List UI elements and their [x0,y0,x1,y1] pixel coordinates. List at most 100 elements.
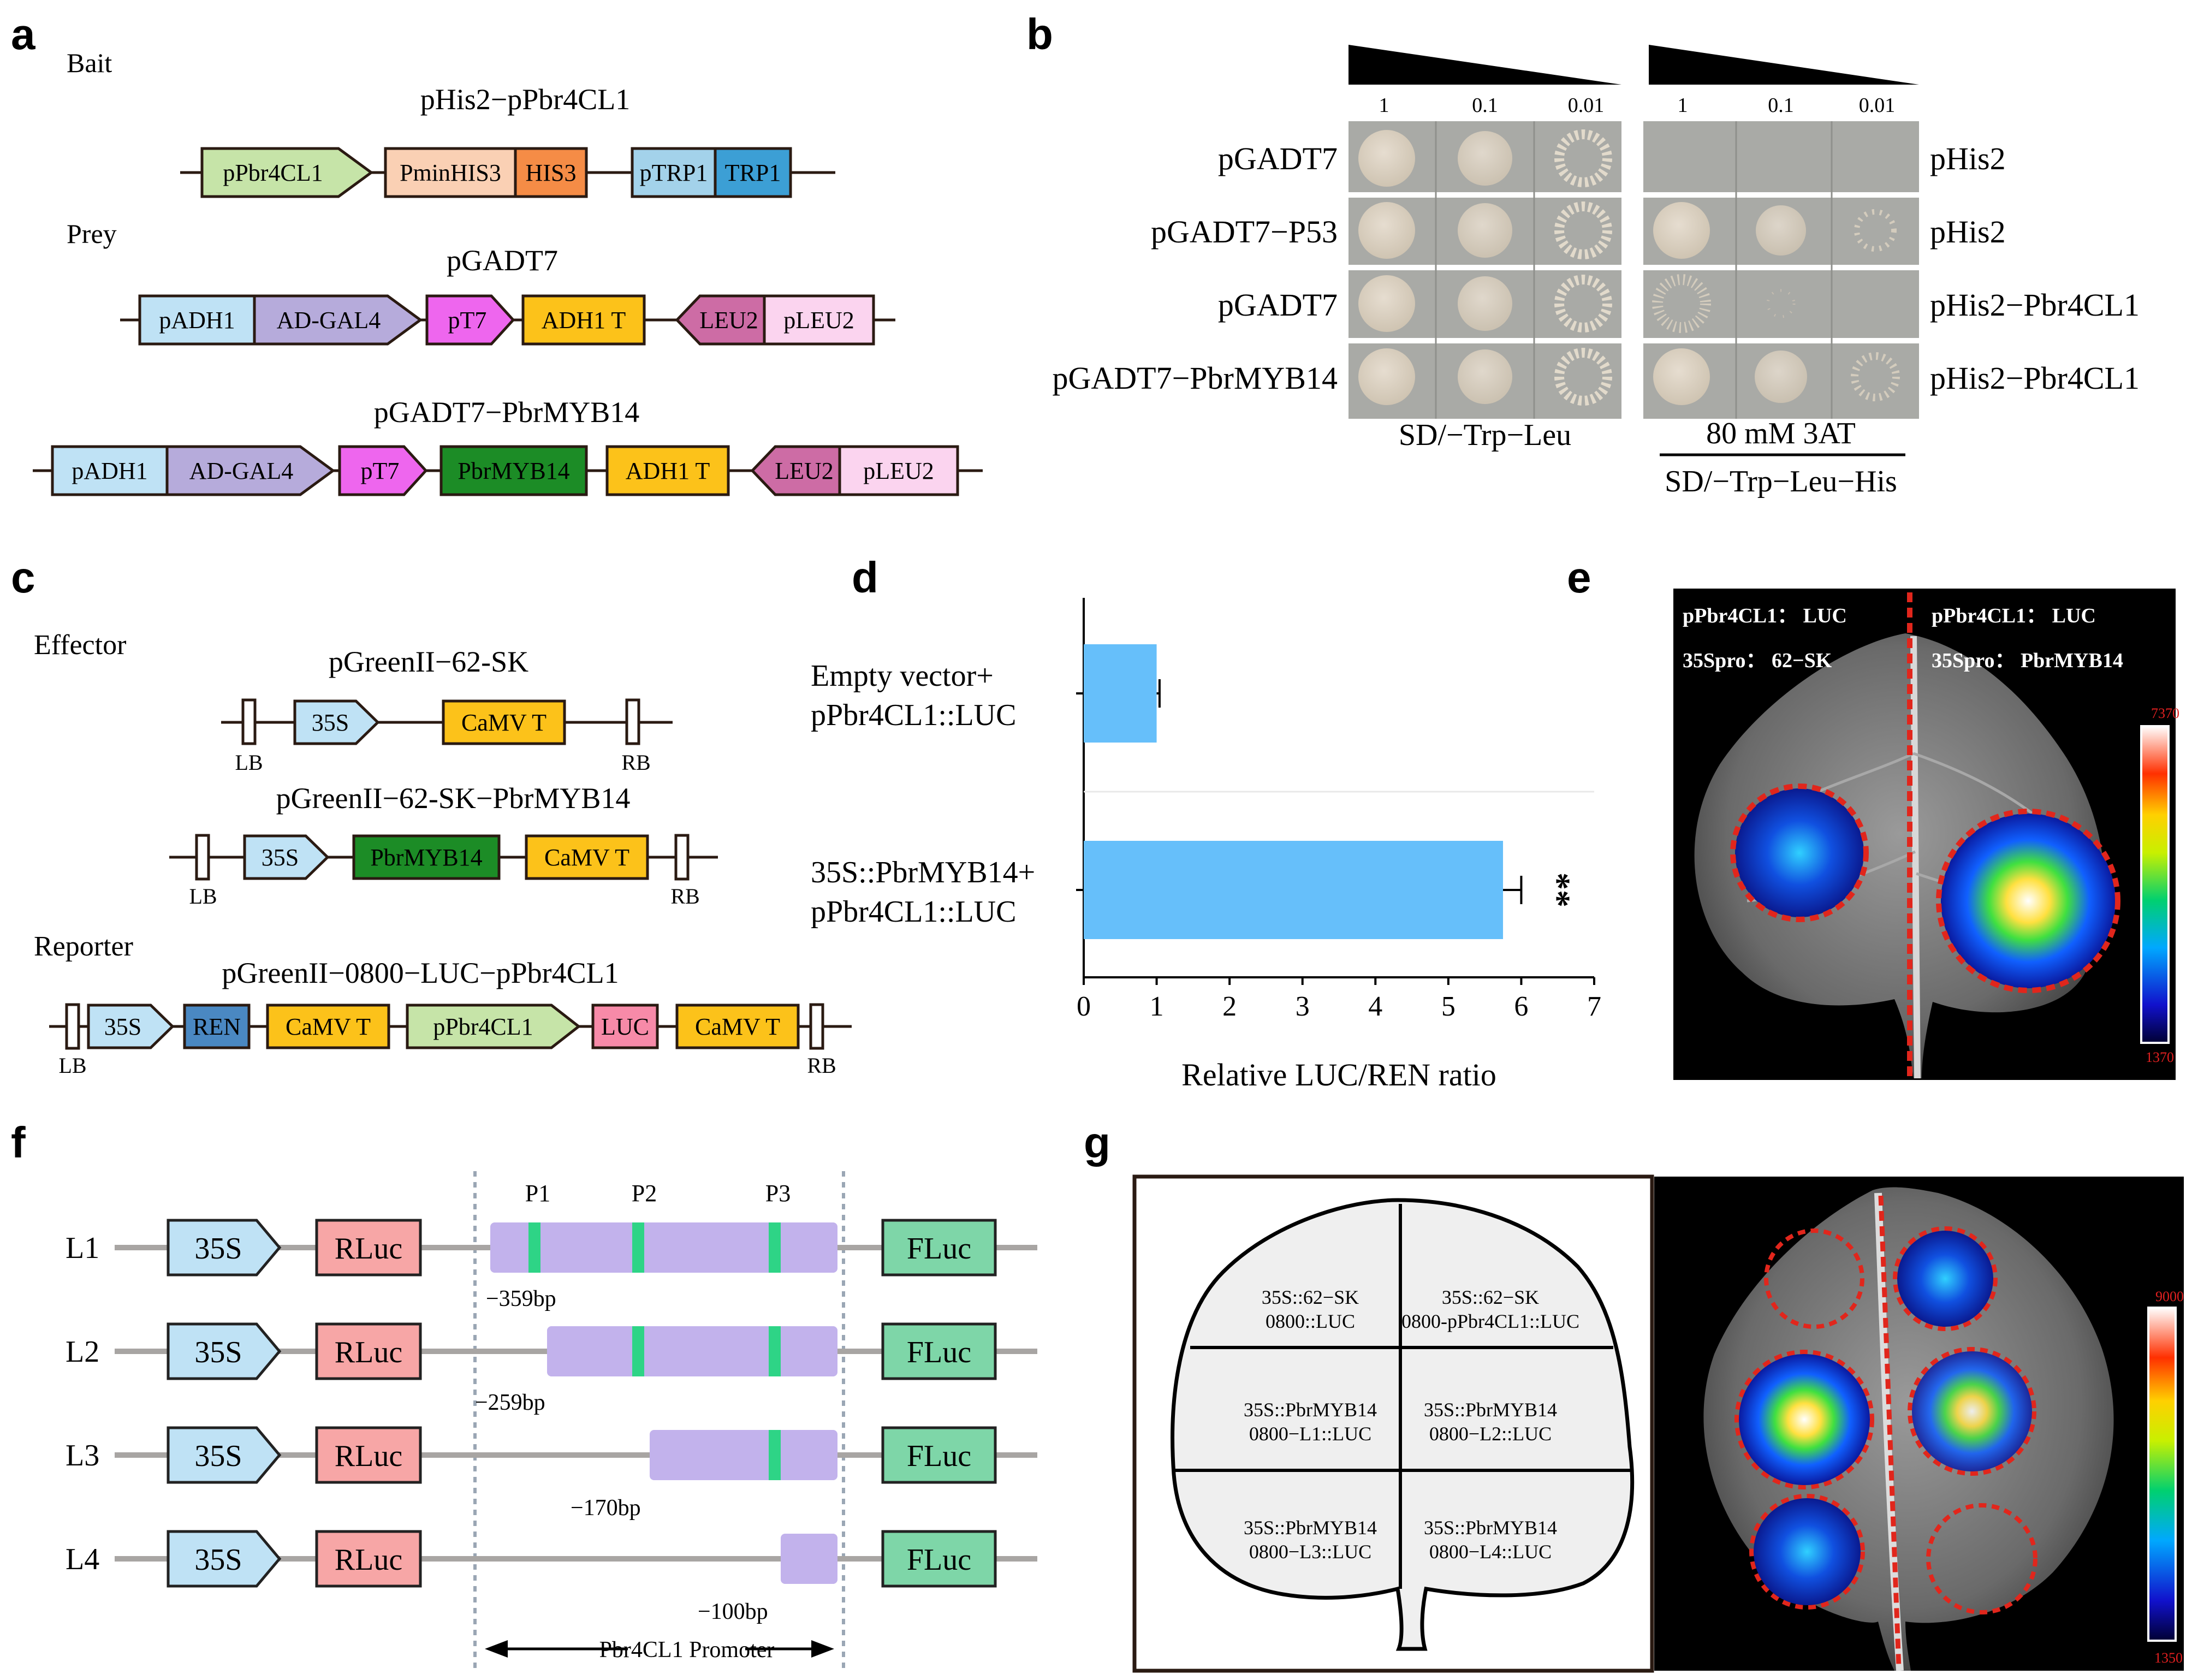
g-cell-line1: 35S::62−SK [1262,1286,1359,1308]
bait-row-label: pHis2 [1930,141,2006,176]
panel-g: 35S::62−SK 0800::LUC 35S::62−SK 0800-pPb… [1132,1174,2184,1673]
c2-part: 35S [262,844,299,871]
prey1-construct [120,294,895,346]
35s-label: 35S [194,1232,242,1266]
fluc-label: FLuc [907,1232,971,1266]
prey2-part: pLEU2 [863,458,934,484]
g-scale-max: 9000 [2155,1289,2184,1304]
dilution-label: 0.01 [1568,94,1605,117]
c3-part: CaMV T [286,1013,371,1040]
bait-part: pTRP1 [640,159,708,186]
ptrp1-block [631,147,717,198]
fluc-label: FLuc [907,1335,971,1369]
g-colorbar [2147,1307,2177,1642]
promoter-label: Pbr4CL1 Promoter [599,1637,775,1663]
lb-label: LB [235,750,263,775]
bait-part: HIS3 [526,159,577,186]
construct3-title: pGreenII−0800−LUC−pPbr4CL1 [222,957,619,989]
dilution-label: 1 [1678,94,1688,117]
rluc-label: RLuc [335,1439,402,1473]
35s-promoter-block [167,1219,282,1277]
luc-signal-right [1941,814,2116,988]
site-label: P3 [765,1180,791,1207]
pleu2-block [763,294,875,346]
significance-marker: ** [1538,872,1577,907]
luc-signal-left [1735,788,1864,917]
x-axis-label: Relative LUC/REN ratio [1181,1057,1496,1093]
bar [1084,644,1157,743]
bait-part: PminHIS3 [400,159,501,186]
prey1-construct-title: pGADT7 [447,244,558,277]
g-cell-line1: 35S::62−SK [1442,1286,1539,1308]
35s-label: 35S [194,1439,242,1473]
prey1-part: AD-GAL4 [277,307,381,334]
category-label: pPbr4CL1::LUC [811,895,1016,929]
luc-block [591,1004,659,1049]
g-cell-line2: 0800−L4::LUC [1429,1541,1552,1563]
pt7-block [425,294,515,346]
c3-part: pPbr4CL1 [433,1013,533,1040]
category-label: pPbr4CL1::LUC [811,698,1016,732]
g-cell-line2: 0800-pPbr4CL1::LUC [1401,1310,1579,1332]
x-tick-label: 5 [1441,991,1456,1022]
his3-block [514,147,588,198]
rb-label: RB [807,1053,836,1078]
dilution-wedge-right [1649,45,1919,85]
site-label: P2 [632,1180,657,1207]
panel-c: Effector Reporter pGreenII−62-SK pGreenI… [34,630,852,1078]
row-label: L3 [66,1439,99,1473]
bait-label: Bait [67,48,112,78]
ppbr4cl1-promoter-block [200,147,374,198]
g-spot-2 [1897,1231,1993,1327]
x-tick-label: 2 [1222,991,1237,1022]
camvt-block [266,1004,390,1049]
ad-gal4-block [165,445,336,496]
lb-label: LB [58,1053,86,1078]
g-cell-line1: 35S::PbrMYB14 [1244,1399,1377,1421]
medium-3at-label: 80 mM 3AT [1706,417,1856,450]
prey-row-label: pGADT7 [1218,141,1338,176]
g-spot-4 [1912,1351,2032,1471]
prey2-part: LEU2 [775,458,834,484]
g-cell-line2: 0800−L3::LUC [1249,1541,1371,1563]
construct-row-l4 [115,1530,1037,1588]
g-cell-line1: 35S::PbrMYB14 [1244,1517,1377,1539]
effector-label: Effector [34,630,126,661]
colony-spots-left [1358,129,1612,406]
g-spot-3 [1739,1354,1870,1485]
rluc-label: RLuc [335,1335,402,1369]
x-tick-label: 0 [1077,991,1091,1022]
prey2-part: ADH1 T [626,458,710,484]
construct-row-l2 [115,1322,1037,1380]
rb-label: RB [621,750,650,775]
pbrmyb14-block [439,445,588,496]
dilution-label: 0.01 [1859,94,1896,117]
c3-part: REN [193,1013,241,1040]
category-label: Empty vector+ [811,659,994,693]
leu2-block [750,445,841,496]
prey1-part: ADH1 T [542,307,626,334]
35s-promoter-block [293,699,380,745]
ren-block [183,1004,251,1049]
prey2-construct-title: pGADT7−PbrMYB14 [374,396,639,429]
panel-label-f: f [11,1118,26,1167]
bait-row-label: pHis2 [1930,214,2006,250]
site-p1 [528,1222,540,1273]
panel-label-e: e [1567,553,1591,602]
bait-construct-title: pHis2−pPbr4CL1 [420,83,631,116]
colony-spots-right [1652,202,1900,405]
c3-part: 35S [104,1013,141,1040]
adh1t-block [605,445,730,496]
camvt-block [442,699,566,745]
rluc-block [315,1219,422,1277]
construct1-title: pGreenII−62-SK [329,645,528,678]
c1-part: CaMV T [461,709,546,736]
c3-part: LUC [601,1013,649,1040]
trp1-block [714,147,792,198]
rb-label: RB [670,884,699,909]
e-label-left-2: 35Spro： 62−SK [1683,649,1832,672]
bait-row-label: pHis2−Pbr4CL1 [1930,360,2140,396]
g-spot-5 [1754,1498,1861,1605]
prey2-part: PbrMYB14 [458,458,569,484]
